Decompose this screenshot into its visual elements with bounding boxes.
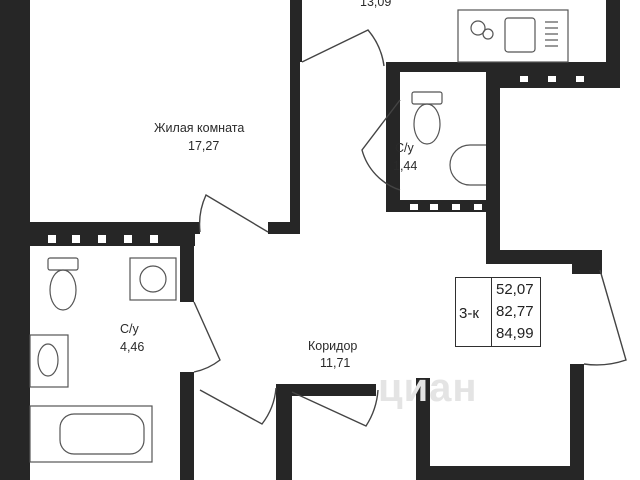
wall-living-right-top: [290, 0, 302, 62]
wall-living-bottom: [30, 222, 200, 234]
washer-drum-icon: [139, 265, 167, 293]
windows: [48, 76, 584, 243]
bathtub-inner-icon: [59, 413, 145, 455]
wall-bath-left: [386, 72, 400, 202]
window-mark: [98, 235, 106, 243]
window-mark: [576, 76, 584, 82]
stove-icon: [482, 28, 494, 40]
bath-large-name: С/у: [120, 322, 139, 336]
toilet-icon: [49, 269, 77, 311]
window-mark: [150, 235, 158, 243]
wall-right-corner: [572, 250, 602, 274]
sink-icon: [504, 17, 536, 53]
wall-bottom-mid: [416, 378, 430, 480]
bath-large-area: 4,46: [120, 340, 145, 354]
window-mark: [474, 204, 482, 210]
bath-small-name: С/у: [395, 141, 414, 155]
window-mark: [48, 235, 56, 243]
corridor-name: Коридор: [308, 339, 358, 353]
washer-icon: [129, 257, 177, 301]
door-bath-small: [361, 99, 401, 191]
wall-right-upper: [500, 72, 620, 88]
kitchen-fixtures: [457, 9, 569, 63]
door-balcony: [583, 269, 627, 366]
window-mark: [410, 204, 418, 210]
corridor-area: 11,71: [320, 356, 351, 370]
bathtub-icon: [29, 405, 153, 463]
doors: [193, 29, 627, 427]
window-mark: [452, 204, 460, 210]
window-mark: [72, 235, 80, 243]
stove-icon: [470, 20, 486, 36]
kitchen-counter: [457, 9, 569, 63]
bath-small-fixtures: [411, 91, 486, 186]
watermark: циан: [378, 366, 478, 410]
wall-corridor-bottom: [276, 384, 292, 480]
door-bottom-left: [199, 387, 277, 425]
wall-living-bottom-right: [268, 222, 300, 234]
living-room-name: Жилая комната: [154, 121, 245, 135]
wall-left: [0, 0, 30, 480]
toilet-icon: [413, 103, 441, 145]
door-bath-large: [193, 301, 221, 373]
wall-bath-large-right-top: [180, 232, 194, 302]
wall-living-right: [290, 62, 300, 232]
wall-kitchen-bottom: [386, 62, 620, 72]
wall-bath-large-right-bottom: [180, 372, 194, 480]
wall-bath-right: [486, 72, 500, 262]
sink-cabinet-icon: [29, 334, 69, 388]
total-with-balcony-value: 84,99: [496, 325, 534, 342]
wall-bath-bottom: [386, 200, 500, 212]
door-living: [198, 193, 269, 233]
bath-small-area: 1,44: [393, 159, 418, 173]
area-summary-box: 3-к 52,07 82,77 84,99: [455, 277, 541, 347]
apartment-type: 3-к: [459, 305, 479, 322]
toilet-tank-icon: [47, 257, 79, 271]
kitchen-area: 13,09: [360, 0, 392, 9]
bath-large-fixtures: [29, 257, 177, 463]
window-mark: [124, 235, 132, 243]
living-area-value: 52,07: [496, 281, 534, 298]
window-mark: [548, 76, 556, 82]
window-mark: [430, 204, 438, 210]
window-mark: [520, 76, 528, 82]
walls: [0, 0, 620, 480]
total-area-value: 82,77: [496, 303, 534, 320]
sink-icon: [449, 144, 486, 186]
wall-corridor-bottom-top: [276, 384, 376, 396]
door-bottom-right: [291, 389, 379, 427]
door-kitchen: [301, 29, 385, 67]
summary-divider: [491, 278, 492, 346]
living-room-area: 17,27: [188, 139, 220, 153]
sink-icon: [37, 343, 59, 377]
wall-right-top: [606, 0, 620, 72]
wall-bottom-right: [416, 466, 584, 480]
toilet-tank-icon: [411, 91, 443, 105]
wall-right-mid: [486, 250, 576, 264]
wall-right-bottom: [570, 364, 584, 480]
